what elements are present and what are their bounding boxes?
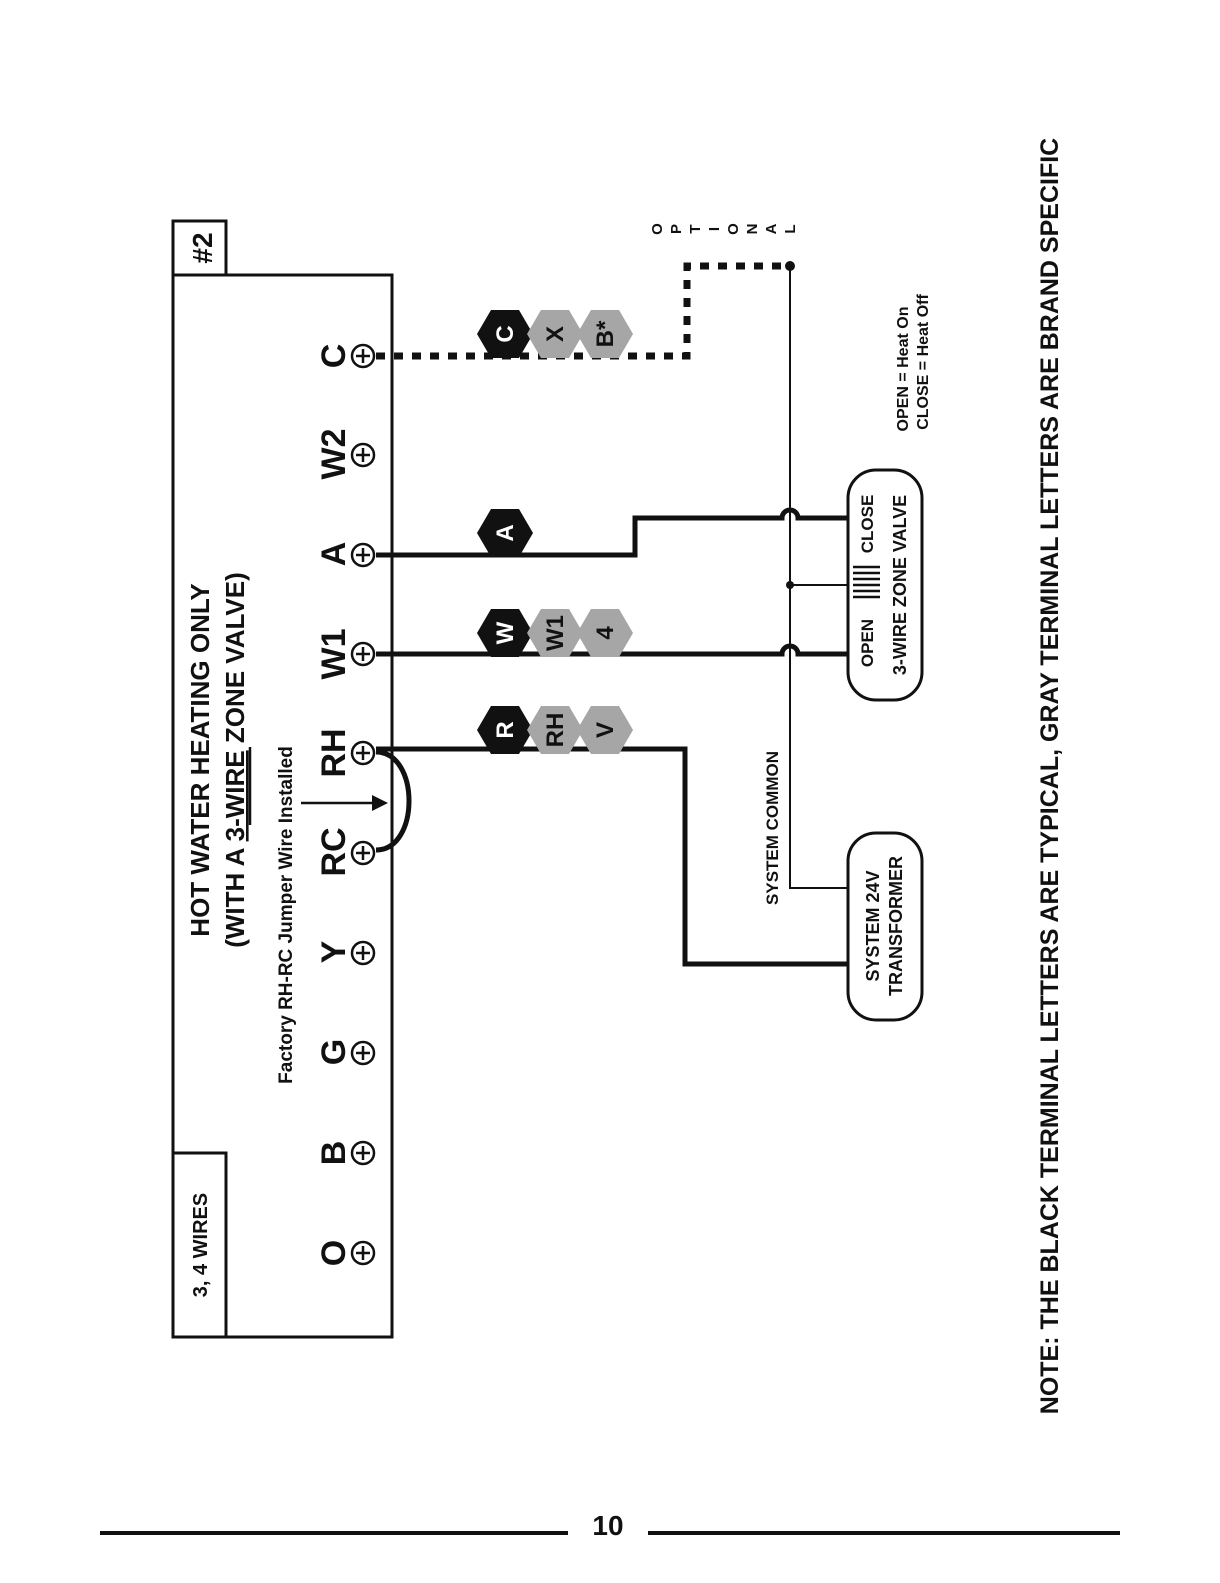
screw-rc xyxy=(350,840,376,866)
common-junction-dot xyxy=(786,581,794,589)
optional-letter-2: P xyxy=(668,224,685,234)
hex-a-label: A xyxy=(492,524,519,541)
optional-letter-7: A xyxy=(763,223,780,234)
jumper-arrow-head xyxy=(372,795,388,811)
hex-w-label: W xyxy=(492,621,519,644)
title-line-1: HOT WATER HEATING ONLY xyxy=(185,583,215,936)
optional-letter-8: L xyxy=(782,224,799,233)
terminal-rh: RH xyxy=(315,728,353,777)
valve-close-label: CLOSE xyxy=(858,495,877,554)
footnote: NOTE: THE BLACK TERMINAL LETTERS ARE TYP… xyxy=(1036,138,1064,1414)
wire-a-to-valve-close xyxy=(376,507,848,558)
hex-rh-label: RH xyxy=(542,713,569,748)
terminal-a: A xyxy=(315,542,353,567)
terminal-labels: O B G Y RC RH W1 A W2 C xyxy=(315,344,353,1267)
terminal-c: C xyxy=(315,344,353,369)
title-line-2-prefix: (WITH A xyxy=(220,841,250,947)
optional-letter-5: O xyxy=(725,223,742,235)
screw-rh xyxy=(350,740,376,766)
terminal-y: Y xyxy=(315,940,353,963)
zone-valve-box xyxy=(846,468,924,702)
transformer-box xyxy=(846,831,924,1022)
optional-junction-dot xyxy=(785,261,795,271)
transformer-line-1: SYSTEM 24V xyxy=(863,870,883,981)
screw-b xyxy=(350,1140,376,1166)
legend-close: CLOSE = Heat Off xyxy=(915,294,932,430)
thermostat-box xyxy=(171,273,394,1339)
screw-c xyxy=(350,343,376,369)
optional-letter-3: T xyxy=(687,224,704,233)
diagram-number: #2 xyxy=(187,232,218,263)
wiring-diagram: #2 3, 4 WIRES HOT WATER HEATING ONLY (WI… xyxy=(171,138,1064,1414)
terminal-b: B xyxy=(315,1141,353,1166)
system-common-wire xyxy=(789,266,848,889)
hex-v-label: V xyxy=(592,722,619,738)
valve-symbol xyxy=(853,565,880,599)
optional-label: O P T I O N A L xyxy=(649,223,799,235)
terminal-w1: W1 xyxy=(315,629,353,680)
screw-w2 xyxy=(350,442,376,468)
terminal-g: G xyxy=(315,1039,353,1065)
footer-rule-right xyxy=(648,1531,1120,1535)
terminal-o: O xyxy=(315,1240,353,1266)
system-common-label: SYSTEM COMMON xyxy=(763,751,782,905)
wire-c-optional xyxy=(376,262,790,360)
wire-rh-to-transformer xyxy=(376,746,848,967)
hex-w1-label: W1 xyxy=(542,615,569,651)
wires-label-box xyxy=(171,1151,228,1339)
transformer-line-2: TRANSFORMER xyxy=(886,856,906,996)
optional-letter-1: O xyxy=(649,223,666,235)
terminal-w2: W2 xyxy=(315,429,353,480)
wires-label: 3, 4 WIRES xyxy=(190,1193,212,1297)
valve-open-label: OPEN xyxy=(858,619,877,667)
hex-c-label: C xyxy=(492,325,519,342)
optional-letter-6: N xyxy=(744,224,761,235)
screw-g xyxy=(350,1040,376,1066)
terminal-rc: RC xyxy=(315,827,353,876)
rh-rc-jumper-wire xyxy=(375,749,412,853)
jumper-note: Factory RH-RC Jumper Wire Installed xyxy=(276,746,297,1084)
optional-letter-4: I xyxy=(706,227,723,231)
screw-y xyxy=(350,940,376,966)
screw-a xyxy=(350,542,376,568)
hex-badges: C X B* A W W1 4 R RH V xyxy=(477,310,633,754)
footer-rule-left xyxy=(100,1531,568,1535)
hex-r-label: R xyxy=(492,721,519,738)
hex-x-label: X xyxy=(542,326,569,342)
hex-4-label: 4 xyxy=(592,626,619,640)
title-line-2-underlined: 3-WIRE xyxy=(220,750,250,841)
hex-bstar-label: B* xyxy=(592,320,619,347)
legend-open: OPEN = Heat On xyxy=(895,307,912,432)
valve-label: 3-WIRE ZONE VALVE xyxy=(890,495,910,675)
terminal-screws xyxy=(350,343,376,1266)
title-line-2-suffix: ZONE VALVE) xyxy=(220,572,250,750)
page-number: 10 xyxy=(592,1510,624,1541)
screw-o xyxy=(350,1240,376,1266)
diagram-number-box xyxy=(171,219,228,277)
screw-w1 xyxy=(350,641,376,667)
title-line-2: (WITH A 3-WIRE ZONE VALVE) xyxy=(220,572,250,948)
